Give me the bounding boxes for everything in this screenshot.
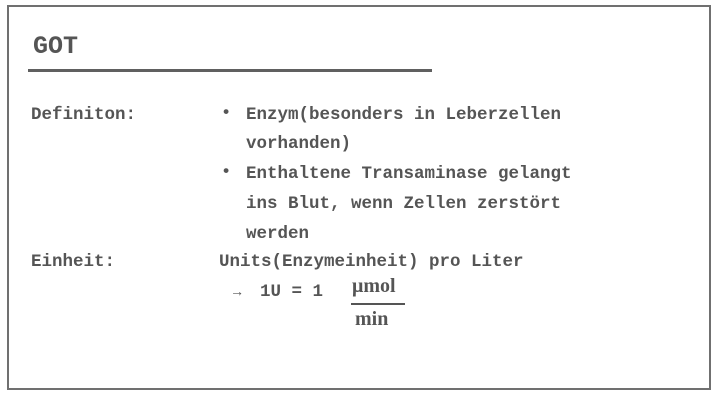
- fraction-bar: [351, 303, 405, 305]
- bullet-icon: •: [221, 104, 232, 123]
- definition-label: Definiton:: [31, 105, 137, 125]
- fraction-numerator: μmol: [352, 275, 396, 297]
- slide-card: GOT Definiton: • Enzym(besonders in Lebe…: [7, 5, 711, 390]
- fraction-denominator: min: [355, 308, 389, 330]
- title-underline: [28, 69, 432, 72]
- definition-bullet-1-line-1: Enzym(besonders in Leberzellen: [246, 105, 562, 125]
- definition-bullet-2-line-1: Enthaltene Transaminase gelangt: [246, 164, 572, 184]
- equation-left: 1U = 1: [260, 282, 324, 302]
- unit-label: Einheit:: [31, 252, 116, 272]
- definition-bullet-2-line-3: werden: [246, 224, 310, 244]
- definition-bullet-1-line-2: vorhanden): [246, 134, 352, 154]
- unit-text: Units(Enzymeinheit) pro Liter: [219, 252, 524, 272]
- arrow-icon: →: [233, 285, 242, 301]
- bullet-icon: •: [221, 163, 232, 182]
- slide-title: GOT: [33, 32, 79, 61]
- definition-bullet-2-line-2: ins Blut, wenn Zellen zerstört: [246, 194, 562, 214]
